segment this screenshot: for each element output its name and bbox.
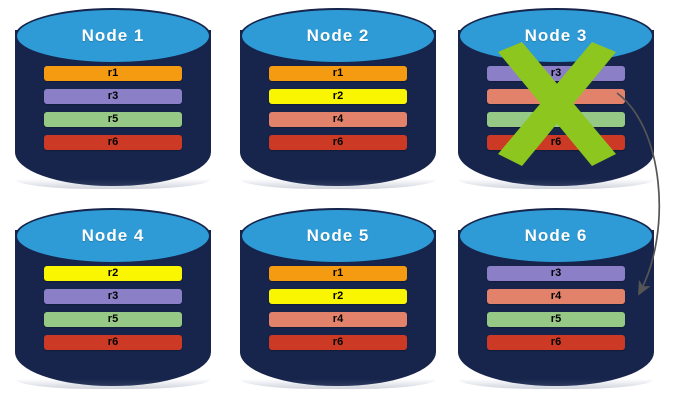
- replica-list: r1 r2 r4 r6: [269, 266, 407, 350]
- replica-bar[interactable]: r1: [269, 266, 407, 281]
- node-label: Node 4: [81, 226, 145, 245]
- replica-bar[interactable]: r4: [487, 289, 625, 304]
- replica-bar[interactable]: r6: [44, 135, 182, 150]
- replica-bar[interactable]: r5: [487, 312, 625, 327]
- replica-bar[interactable]: r6: [269, 135, 407, 150]
- replica-bar[interactable]: r6: [269, 335, 407, 350]
- replica-bar[interactable]: r3: [44, 89, 182, 104]
- replica-bar[interactable]: r5: [487, 112, 625, 127]
- replica-bar[interactable]: r2: [269, 89, 407, 104]
- node-label: Node 5: [306, 226, 370, 245]
- replica-bar[interactable]: r3: [487, 266, 625, 281]
- replica-bar[interactable]: r1: [269, 66, 407, 81]
- replica-list: r2 r3 r5 r6: [44, 266, 182, 350]
- node-label: Node 6: [524, 226, 588, 245]
- node-cylinder-3[interactable]: r3 r4 r5 r6 Node 3: [458, 8, 654, 194]
- replica-bar[interactable]: r5: [44, 312, 182, 327]
- replica-list: r3 r4 r5 r6: [487, 66, 625, 150]
- cylinder-top-disc: [15, 208, 211, 264]
- replica-bar[interactable]: r4: [269, 112, 407, 127]
- replica-bar[interactable]: r3: [487, 66, 625, 81]
- node-cylinder-5[interactable]: r1 r2 r4 r6 Node 5: [240, 208, 436, 394]
- replica-bar[interactable]: r4: [269, 312, 407, 327]
- replica-bar[interactable]: r6: [487, 135, 625, 150]
- node-cylinder-6[interactable]: r3 r4 r5 r6 Node 6: [458, 208, 654, 394]
- cylinder-top-disc: [15, 8, 211, 64]
- replica-list: r1 r3 r5 r6: [44, 66, 182, 150]
- replica-bar[interactable]: r3: [44, 289, 182, 304]
- node-label: Node 2: [306, 26, 370, 45]
- cylinder-top-disc: [240, 208, 436, 264]
- replica-bar[interactable]: r4: [487, 89, 625, 104]
- cylinder-top-disc: [240, 8, 436, 64]
- node-cylinder-4[interactable]: r2 r3 r5 r6 Node 4: [15, 208, 211, 394]
- node-label: Node 1: [81, 26, 145, 45]
- replica-bar[interactable]: r6: [487, 335, 625, 350]
- node-cylinder-2[interactable]: r1 r2 r4 r6 Node 2: [240, 8, 436, 194]
- replica-bar[interactable]: r5: [44, 112, 182, 127]
- replica-bar[interactable]: r6: [44, 335, 182, 350]
- node-cylinder-1[interactable]: r1 r3 r5 r6 Node 1: [15, 8, 211, 194]
- replica-bar[interactable]: r2: [44, 266, 182, 281]
- node-label: Node 3: [524, 26, 588, 45]
- replica-list: r1 r2 r4 r6: [269, 66, 407, 150]
- replica-bar[interactable]: r1: [44, 66, 182, 81]
- replica-bar[interactable]: r2: [269, 289, 407, 304]
- replica-list: r3 r4 r5 r6: [487, 266, 625, 350]
